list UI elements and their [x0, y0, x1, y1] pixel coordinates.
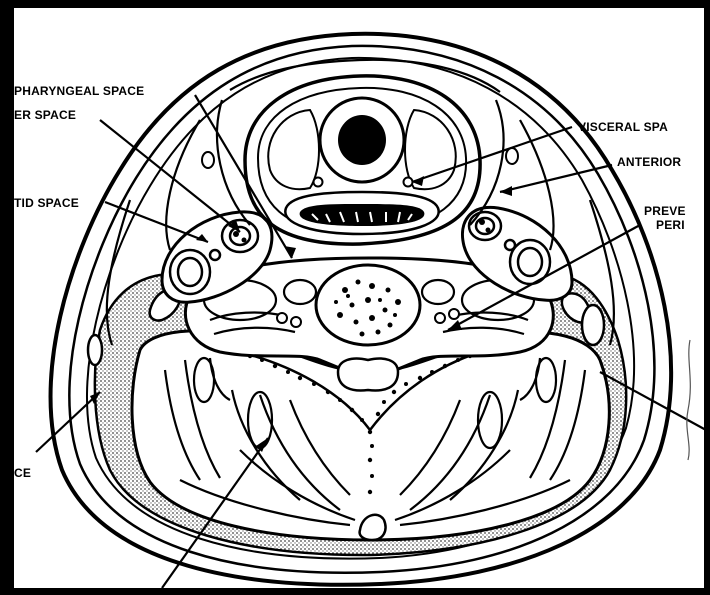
label-posterior-space: CE [14, 466, 31, 480]
label-carotid-space: TID SPACE [14, 196, 79, 210]
label-danger-space: ER SPACE [14, 108, 76, 122]
label-prevertebral-line1: PREVE [644, 204, 686, 218]
spinal-canal [338, 359, 398, 391]
vertebral-body [316, 265, 420, 345]
label-retropharyngeal-space: PHARYNGEAL SPACE [14, 84, 144, 98]
esophagus-lumen [300, 204, 425, 226]
label-anterior-space: ANTERIOR [617, 155, 681, 169]
parathyroid-right [404, 178, 413, 187]
parathyroid-left [314, 178, 323, 187]
label-prevertebral-line2: PERI [656, 218, 685, 232]
trachea-lumen [338, 115, 386, 165]
label-visceral-space: VISCERAL SPA [578, 120, 668, 134]
